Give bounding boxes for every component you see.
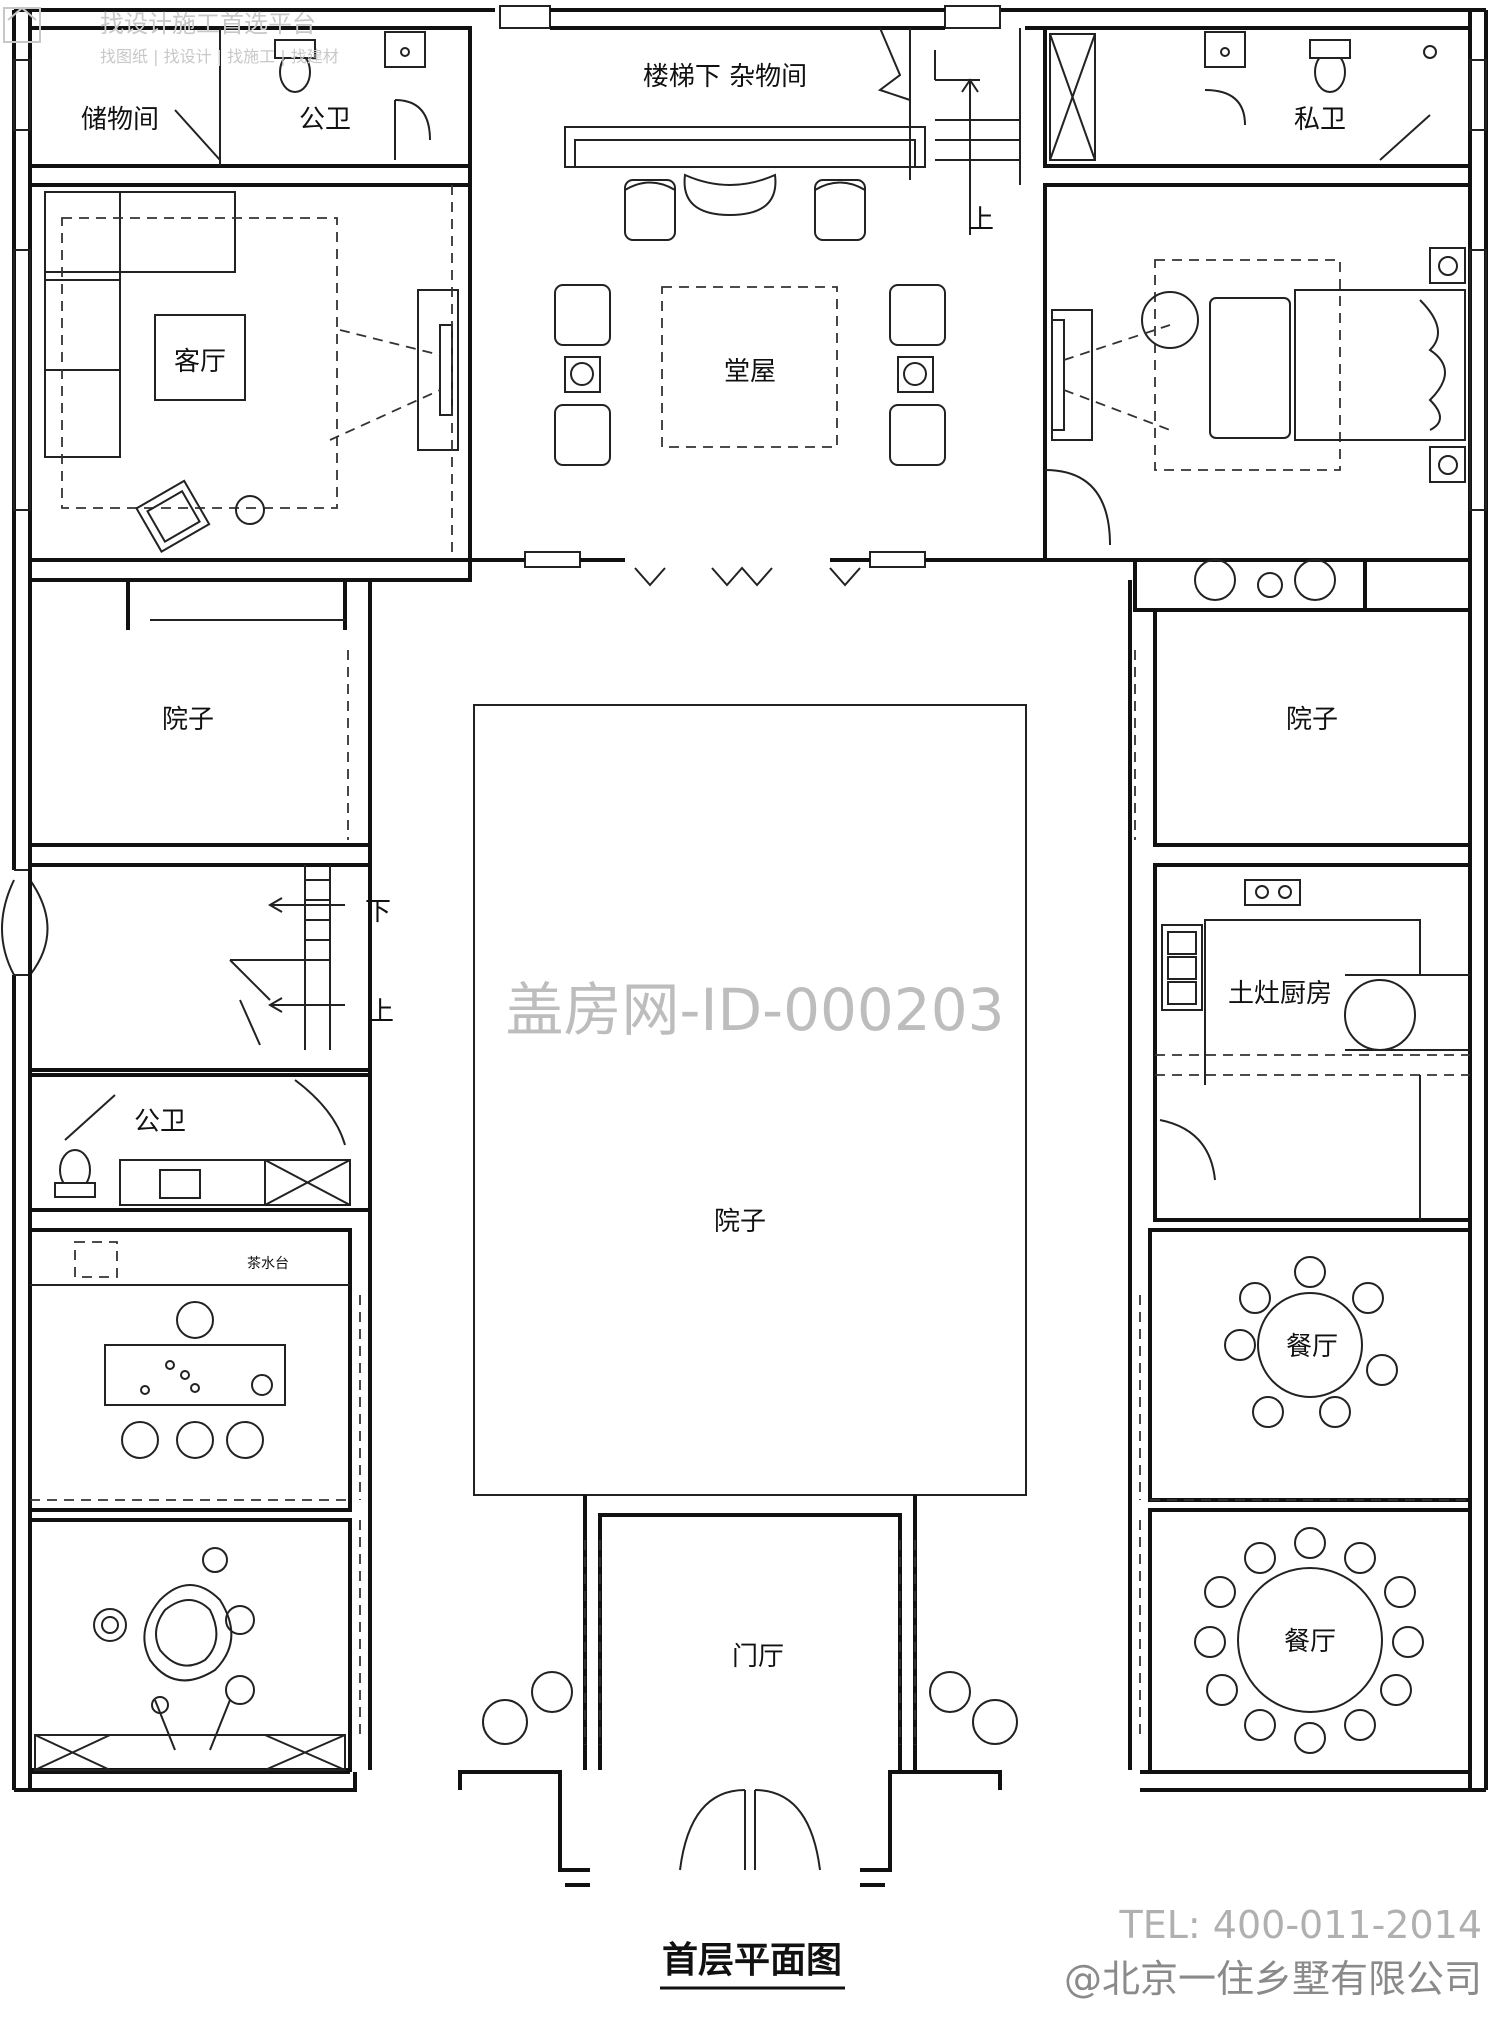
label-main-hall: 堂屋 [724, 357, 776, 387]
label-stair-storage: 楼梯下 杂物间 [643, 62, 807, 92]
watermark-tel: TEL: 400-011-2014 [1119, 1903, 1482, 1947]
armchair-right [814, 179, 866, 241]
label-yard-right: 院子 [1286, 705, 1338, 735]
top-right-block [13, 26, 1487, 612]
right-wing [1134, 608, 1472, 1774]
label-public-wc-top: 公卫 [299, 105, 351, 135]
plants-right [929, 1671, 1018, 1745]
logo: 找设计施工首选平台 找图纸 | 找设计 | 找施工 | 找建材 [3, 6, 339, 66]
label-stair-up-top: 上 [968, 205, 994, 235]
left-wing [28, 578, 372, 1772]
watermark-company: @北京一住乡墅有限公司 [1064, 1957, 1482, 2001]
label-stair-up-left: 上 [368, 997, 394, 1027]
label-storage: 储物间 [81, 105, 159, 135]
main-hall-block [345, 27, 1045, 587]
label-dining-1: 餐厅 [1286, 1332, 1338, 1362]
plan-title: 首层平面图 [662, 1940, 842, 1981]
watermark-id: 盖房网-ID-000203 [505, 976, 1004, 1044]
label-stair-down: 下 [365, 897, 391, 927]
label-yard-left: 院子 [162, 705, 214, 735]
label-central-yard: 院子 [714, 1207, 766, 1237]
label-tea-counter: 茶水台 [247, 1256, 289, 1272]
logo-subtitle: 找图纸 | 找设计 | 找施工 | 找建材 [100, 47, 339, 66]
central-courtyard [368, 580, 1132, 1871]
label-entrance-hall: 门厅 [732, 1642, 784, 1672]
label-kitchen: 土灶厨房 [1228, 979, 1332, 1009]
label-private-wc: 私卫 [1294, 105, 1346, 135]
armchair-left [624, 179, 676, 241]
label-living-room: 客厅 [174, 347, 226, 377]
outer-walls [1, 5, 1488, 1887]
label-dining-2: 餐厅 [1284, 1627, 1336, 1657]
watermarks: 找设计施工首选平台 找图纸 | 找设计 | 找施工 | 找建材 盖房网-ID-0… [3, 6, 1482, 2001]
logo-title: 找设计施工首选平台 [100, 10, 316, 38]
label-public-wc-left: 公卫 [134, 1107, 186, 1137]
plants-left [482, 1671, 573, 1745]
room-labels: 储物间 公卫 楼梯下 杂物间 私卫 客厅 堂屋 上 院子 院子 下 上 土灶厨房… [81, 62, 1346, 1672]
